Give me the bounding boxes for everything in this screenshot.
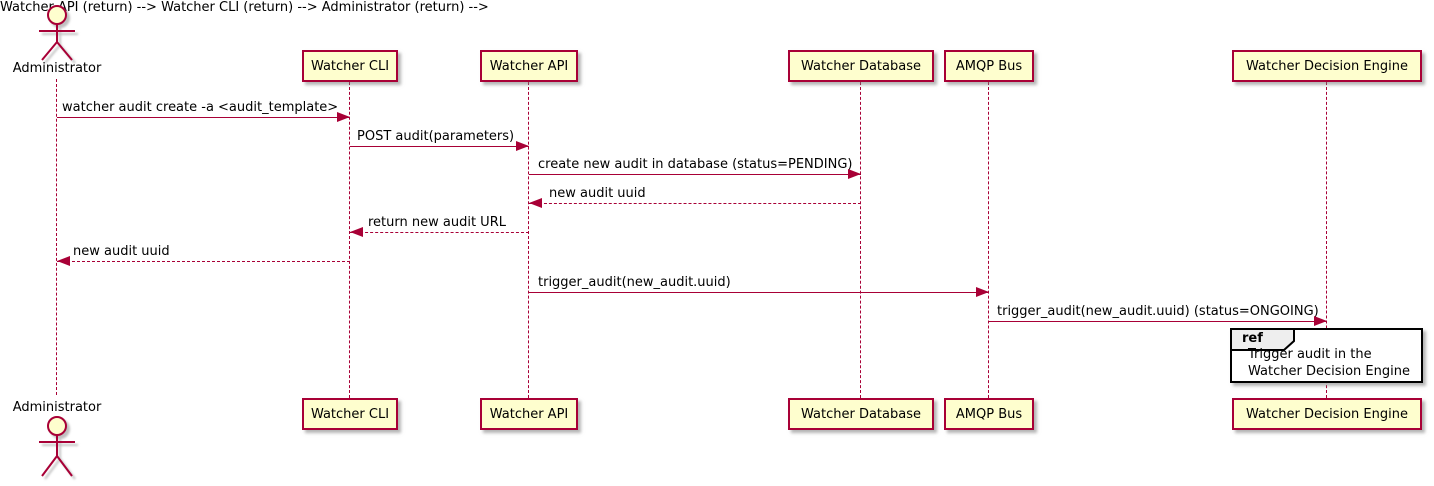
actor-icon — [39, 416, 75, 477]
message-line — [529, 174, 861, 175]
participant-label: Watcher Decision Engine — [1246, 406, 1408, 422]
message-label: new audit uuid — [73, 244, 170, 259]
arrowhead-right-icon — [516, 141, 529, 151]
message-line — [350, 232, 529, 233]
participant-watcher-database-bottom: Watcher Database — [788, 398, 934, 430]
arrowhead-right-icon — [848, 169, 861, 179]
participant-label: Watcher API — [489, 58, 569, 74]
arrowhead-right-icon — [976, 287, 989, 297]
message-label: create new audit in database (status=PEN… — [538, 157, 853, 172]
arrowhead-right-icon — [1314, 316, 1327, 326]
ref-header-pentagon-icon — [1230, 328, 1295, 351]
participant-label: Watcher CLI — [310, 58, 390, 74]
message-line — [57, 117, 350, 118]
actor-label-top: Administrator — [12, 61, 102, 76]
participant-amqp-bus-bottom: AMQP Bus — [944, 398, 1034, 430]
participant-amqp-bus-top: AMQP Bus — [944, 50, 1034, 82]
message-label: watcher audit create -a <audit_template> — [62, 100, 339, 115]
participant-label: Watcher Database — [801, 58, 921, 74]
participant-label: Watcher Decision Engine — [1246, 58, 1408, 74]
message-label: trigger_audit(new_audit.uuid) — [538, 275, 731, 290]
participant-label: AMQP Bus — [955, 406, 1023, 422]
participant-watcher-decision-engine-bottom: Watcher Decision Engine — [1232, 398, 1422, 430]
participant-label: AMQP Bus — [955, 58, 1023, 74]
participant-watcher-decision-engine-top: Watcher Decision Engine — [1232, 50, 1422, 82]
participant-watcher-database-top: Watcher Database — [788, 50, 934, 82]
arrowhead-left-icon — [350, 227, 363, 237]
message-line — [350, 146, 529, 147]
arrowhead-right-icon — [337, 112, 350, 122]
participant-label: Watcher Database — [801, 406, 921, 422]
message-label: POST audit(parameters) — [357, 129, 515, 144]
ref-text-line: Trigger audit in the — [1248, 347, 1372, 362]
participant-watcher-cli-bottom: Watcher CLI — [302, 398, 398, 430]
ref-text-line: Watcher Decision Engine — [1248, 364, 1410, 379]
message-label: return new audit URL — [368, 215, 506, 230]
arrowhead-left-icon — [57, 256, 70, 266]
lifeline-watcher-api — [528, 82, 529, 398]
message-label: new audit uuid — [549, 186, 646, 201]
message-line — [529, 292, 989, 293]
message-line — [529, 203, 861, 204]
message-label: trigger_audit(new_audit.uuid) (status=ON… — [997, 304, 1319, 319]
message-line — [989, 321, 1327, 322]
participant-label: Watcher CLI — [310, 406, 390, 422]
actor-icon — [39, 5, 75, 61]
lifeline-administrator — [56, 79, 57, 395]
message-line — [57, 261, 350, 262]
lifeline-amqp-bus — [988, 82, 989, 398]
ref-fragment: ref Trigger audit in the Watcher Decisio… — [1230, 328, 1423, 383]
participant-label: Watcher API — [489, 406, 569, 422]
actor-label-bottom: Administrator — [12, 400, 102, 415]
participant-watcher-api-top: Watcher API — [480, 50, 578, 82]
arrowhead-left-icon — [529, 198, 542, 208]
lifeline-watcher-decision-engine — [1326, 82, 1327, 398]
participant-watcher-cli-top: Watcher CLI — [302, 50, 398, 82]
lifeline-watcher-cli — [349, 82, 350, 398]
participant-watcher-api-bottom: Watcher API — [480, 398, 578, 430]
lifeline-watcher-database — [860, 82, 861, 398]
ref-keyword: ref — [1242, 331, 1263, 346]
